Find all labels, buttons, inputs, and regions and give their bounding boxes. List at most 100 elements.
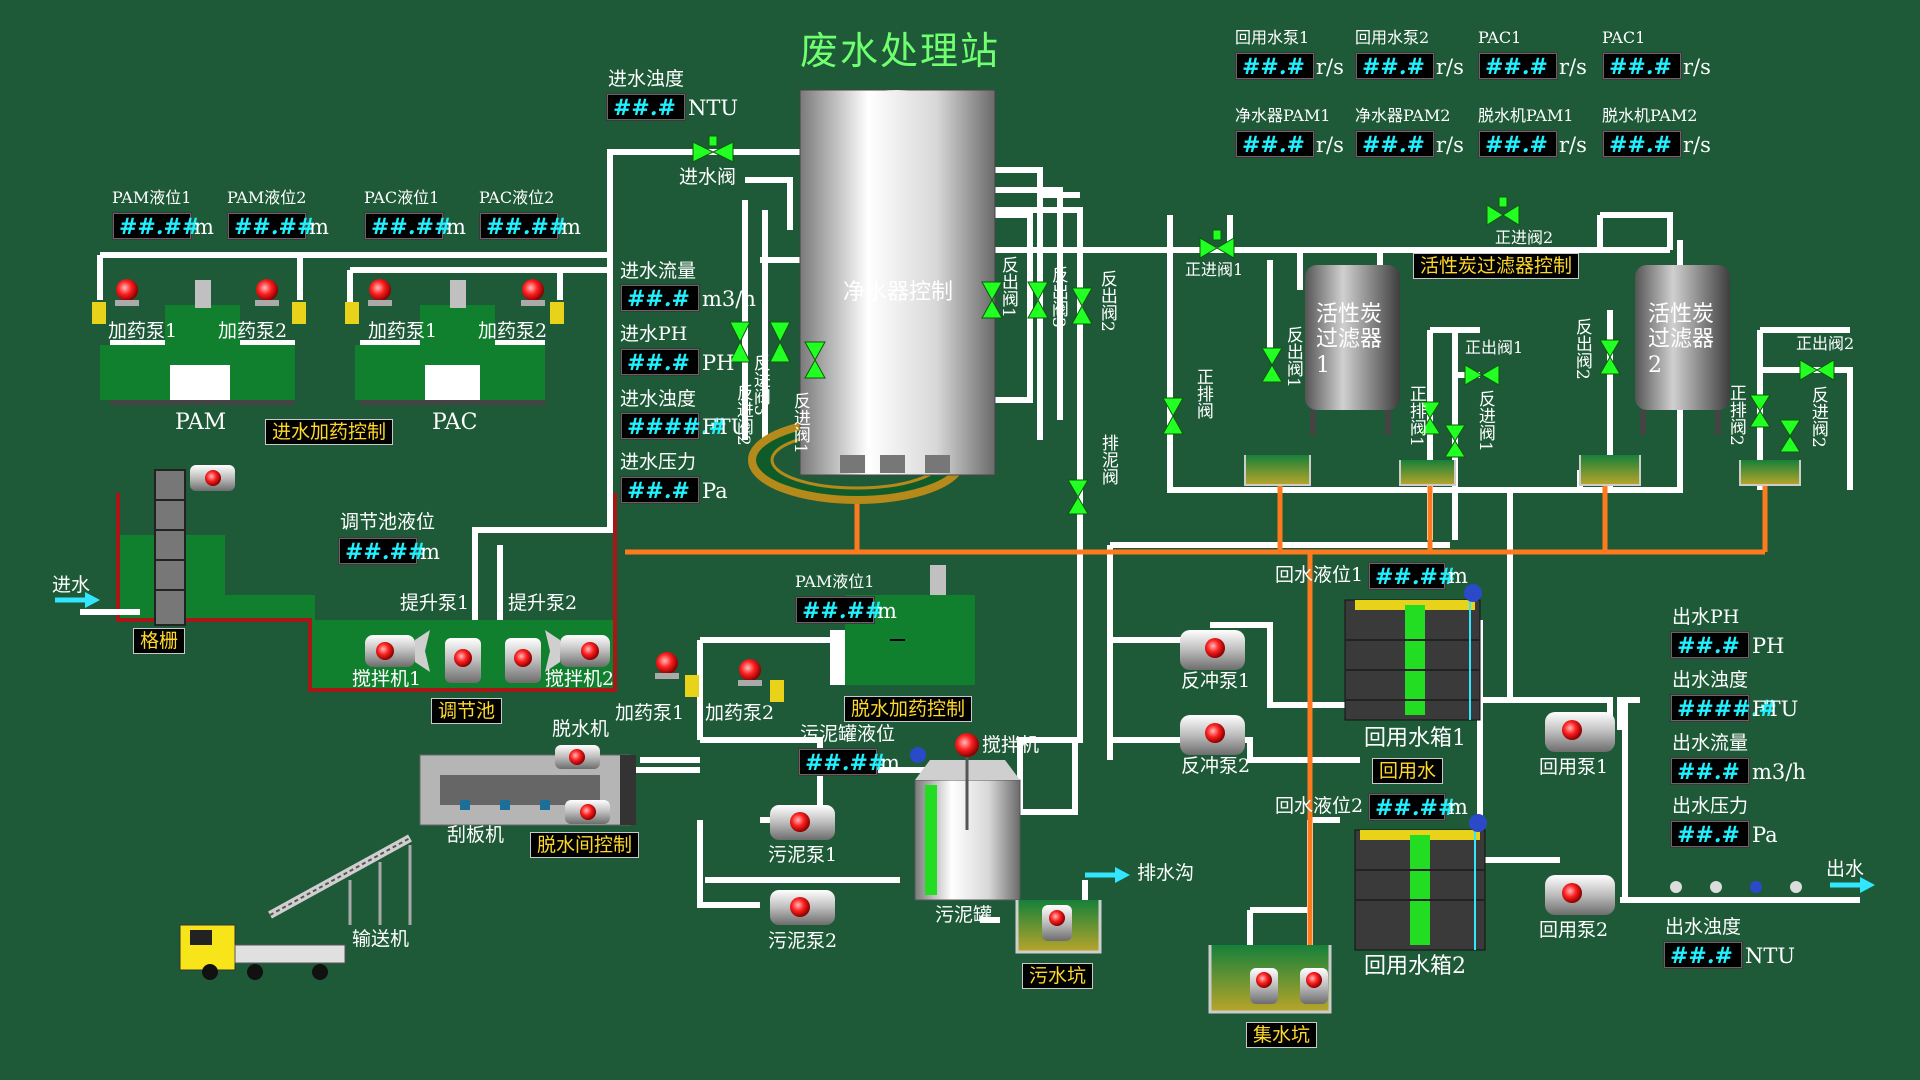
inlet-ph-display: ##.# — [620, 348, 700, 376]
sludge-pumps — [770, 805, 835, 925]
dewatering-machine[interactable] — [419, 745, 636, 826]
inlet-turbidity-ntu-unit: NTU — [688, 96, 739, 120]
page-title: 废水处理站 — [800, 29, 1001, 73]
mixer-label: 搅拌机 — [982, 734, 1040, 756]
carbon-filter-control-button[interactable]: 活性炭过滤器控制 — [1413, 253, 1580, 279]
purifier-control-label[interactable]: 净水器控制 — [843, 280, 954, 305]
inlet-flow-unit: m3/h — [702, 287, 756, 311]
outlet-flow-label: 出水流量 — [1672, 732, 1749, 754]
pam-dosing-unit[interactable] — [100, 280, 295, 405]
inlet-ph-unit: PH — [702, 351, 735, 375]
forward-in-valve2-label: 正进阀2 — [1495, 228, 1554, 247]
reuse-tank-1[interactable] — [1344, 584, 1482, 721]
forward-drain-valve-label: 正排阀 — [1192, 368, 1213, 419]
carbon-filter2-label: 活性炭过滤器2 — [1648, 302, 1715, 378]
sludge-tank-level-label: 污泥罐液位 — [800, 723, 896, 745]
inlet-flow-display: ##.# — [620, 284, 700, 312]
sludge-pit[interactable] — [1015, 900, 1102, 954]
dewater-pam1-speed-unit: r/s — [1559, 133, 1587, 157]
pac-label: PAC — [432, 410, 478, 435]
carbon-filter-2[interactable] — [1579, 265, 1801, 486]
outlet-label: 出水 — [1826, 858, 1865, 880]
inlet-turbidity-ftu-unit: FTU — [702, 415, 749, 439]
outlet-ph-unit: PH — [1752, 634, 1785, 658]
pam-level1-display: ##.## — [112, 212, 200, 240]
regulating-tank-level-display: ##.## — [338, 537, 426, 565]
regulating-tank-button[interactable]: 调节池 — [431, 698, 503, 724]
reuse-pump1-speed-label: 回用水泵1 — [1235, 28, 1310, 47]
inlet-turbidity-ftu-label: 进水浊度 — [620, 388, 697, 410]
grille-button[interactable]: 格栅 — [133, 628, 186, 654]
carbon-filter1-label: 活性炭过滤器1 — [1316, 302, 1383, 378]
regulating-tank-level-unit: m — [420, 540, 440, 564]
backwash-pump2-label: 反冲泵2 — [1181, 755, 1251, 777]
reuse-pump1-label: 回用泵1 — [1539, 756, 1609, 778]
pam-level1-label: PAM液位1 — [112, 188, 192, 207]
cf2-forward-drain-label: 正排阀2 — [1725, 384, 1746, 446]
pac-level2-label: PAC液位2 — [479, 188, 555, 207]
dewater-dosing-unit[interactable] — [830, 565, 975, 685]
regulating-tank[interactable] — [116, 465, 617, 692]
outlet-turbidity-ntu-display: ##.# — [1663, 941, 1743, 969]
dewater-pam1-speed-label: 脱水机PAM1 — [1478, 106, 1574, 125]
backwash-pump1-label: 反冲泵1 — [1181, 670, 1251, 692]
inlet-flow-label: 进水流量 — [620, 260, 697, 282]
sludge-tank[interactable] — [910, 733, 1021, 901]
inlet-turbidity-ftu-display: ####.# — [620, 412, 727, 440]
forward-out-valve1-label: 正出阀1 — [1465, 338, 1524, 357]
cf2-back-in-label: 反进阀2 — [1807, 386, 1828, 448]
outlet-ph-display: ##.# — [1670, 631, 1750, 659]
inlet-pressure-label: 进水压力 — [620, 451, 697, 473]
water-purifier-tank[interactable] — [748, 89, 996, 504]
pac-dosing-unit[interactable] — [355, 280, 545, 405]
back-out-valve2-label: 反出阀2 — [1096, 270, 1117, 332]
inlet-dosing-control-button[interactable]: 进水加药控制 — [265, 419, 394, 445]
reuse-level1-label: 回水液位1 — [1275, 564, 1364, 586]
inlet-turbidity-ntu-display: ##.# — [606, 93, 686, 121]
inlet-pressure-unit: Pa — [702, 479, 728, 503]
dewater-dosing-control-button[interactable]: 脱水加药控制 — [844, 696, 973, 722]
inlet-pressure-display: ##.# — [620, 476, 700, 504]
inlet-label: 进水 — [52, 574, 91, 596]
pac-level1-label: PAC液位1 — [364, 188, 440, 207]
pam-dosing-pump1-label: 加药泵1 — [108, 320, 178, 342]
collection-pit-button[interactable]: 集水坑 — [1246, 1022, 1318, 1048]
mixer1-label: 搅拌机1 — [352, 668, 422, 690]
back-out-valve1-label: 反出阀1 — [997, 256, 1018, 318]
carbon-filter-1[interactable] — [1244, 265, 1456, 486]
purifier-pam2-speed-display: ##.# — [1355, 130, 1435, 158]
reuse-level2-unit: m — [1448, 795, 1468, 819]
forward-out-valve2-label: 正出阀2 — [1796, 334, 1855, 353]
collection-pit[interactable] — [1208, 945, 1332, 1014]
cf1-back-out-label: 反出阀1 — [1282, 326, 1303, 388]
reuse-pump2-speed-label: 回用水泵2 — [1355, 28, 1430, 47]
cf1-back-in-label: 反进阀1 — [1474, 390, 1495, 452]
dewater-dosing-pump2-label: 加药泵2 — [705, 702, 775, 724]
purifier-pam2-speed-label: 净水器PAM2 — [1355, 106, 1451, 125]
pam-level1-dewater-label: PAM液位1 — [795, 572, 875, 591]
dewater-machine-label: 脱水机 — [552, 718, 610, 740]
dewater-dosing-pumps — [655, 652, 784, 702]
dewater-room-control-button[interactable]: 脱水间控制 — [530, 832, 640, 858]
sludge-discharge-valve-label: 排泥阀 — [1097, 434, 1118, 485]
outlet-pressure-unit: Pa — [1752, 823, 1778, 847]
purifier-pam1-speed-display: ##.# — [1235, 130, 1315, 158]
sludge-pit-button[interactable]: 污水坑 — [1022, 963, 1094, 989]
reuse-tank-2[interactable] — [1354, 814, 1487, 951]
inlet-arrow — [55, 592, 140, 615]
pam-dosing-pump2-label: 加药泵2 — [218, 320, 288, 342]
back-in-valve1-label: 反进阀1 — [789, 392, 810, 454]
reuse-water-button[interactable]: 回用水 — [1372, 758, 1444, 784]
reuse-tank1-label: 回用水箱1 — [1364, 726, 1466, 751]
outlet-pressure-label: 出水压力 — [1672, 795, 1749, 817]
pac1-speed-b-label: PAC1 — [1602, 28, 1646, 47]
purifier-pam1-speed-label: 净水器PAM1 — [1235, 106, 1331, 125]
pac1-speed-a-display: ##.# — [1478, 52, 1558, 80]
outlet-flow-unit: m3/h — [1752, 760, 1806, 784]
outlet-turbidity-ntu-label: 出水浊度 — [1665, 916, 1742, 938]
dewater-dosing-pump1-label: 加药泵1 — [615, 702, 685, 724]
inlet-valve-label: 进水阀 — [679, 166, 737, 188]
pac-level2-display: ##.## — [479, 212, 567, 240]
